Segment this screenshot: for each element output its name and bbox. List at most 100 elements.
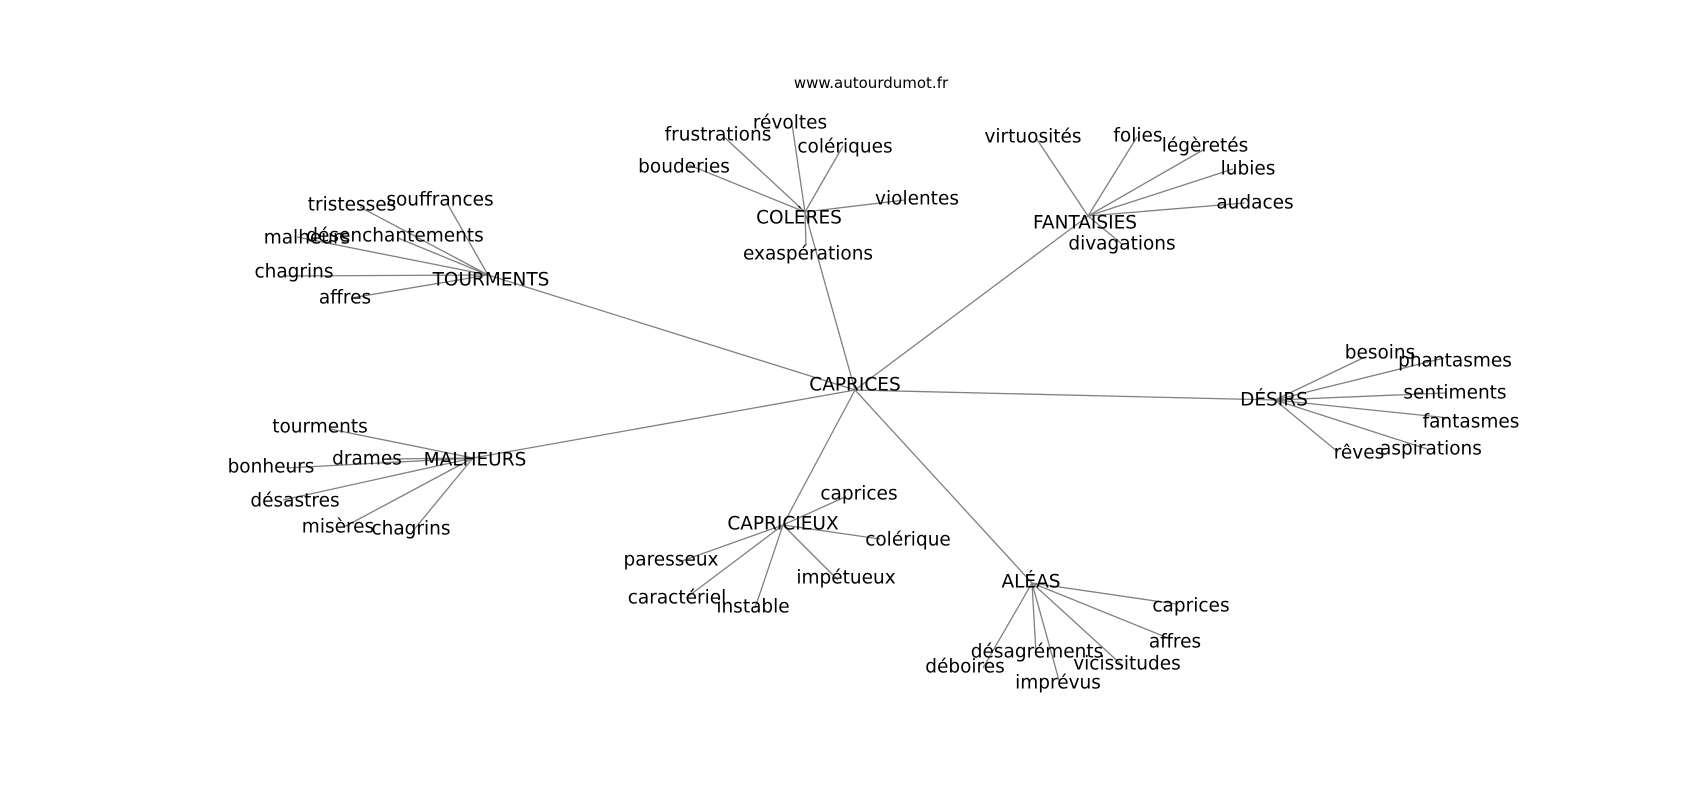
leaf-node-capricieux-impetueux: impétueux — [796, 568, 895, 589]
edge-coleres-exasperations — [804, 211, 807, 246]
leaf-node-desirs-aspirations: aspirations — [1380, 439, 1482, 460]
leaf-node-coleres-bouderies: bouderies — [638, 157, 730, 178]
hub-node-fantaisies: FANTAISIES — [1033, 213, 1137, 234]
edge-fantaisies-divagations — [1087, 215, 1123, 245]
edge-tourments-souffrances — [446, 202, 489, 276]
leaf-node-fantaisies-legeretes: légèretés — [1162, 136, 1249, 157]
leaf-node-malheurs-miseres: misères — [302, 517, 374, 538]
leaf-node-tourments-tristesses: tristesses — [308, 195, 397, 216]
leaf-node-malheurs-bonheurs: bonheurs — [228, 457, 315, 478]
edge-fantaisies-folies — [1087, 136, 1138, 217]
center-node: CAPRICES — [809, 375, 900, 396]
leaf-node-fantaisies-virtuosites: virtuosités — [984, 127, 1081, 148]
edge-malheurs-chagrins — [411, 457, 474, 533]
edge-aleas-imprevus — [1031, 582, 1061, 685]
hub-node-desirs: DÉSIRS — [1240, 389, 1308, 411]
leaf-node-malheurs-tourments: tourments — [272, 417, 368, 438]
leaf-node-tourments-desenchantements: désenchantements — [306, 226, 483, 247]
edge-tourments-malheurs — [296, 236, 489, 276]
leaf-node-coleres-revoltes: révoltes — [753, 113, 827, 134]
edge-coleres-violentes — [804, 199, 906, 213]
edge-capricieux-caracteriel — [685, 524, 784, 599]
leaf-node-malheurs-chagrins: chagrins — [371, 519, 450, 540]
edge-tourments-tristesses — [359, 206, 489, 276]
leaf-node-aleas-vicissitudes: vicissitudes — [1073, 654, 1181, 675]
hub-node-aleas: ALÉAS — [1001, 571, 1060, 593]
edge-malheurs-drames — [386, 457, 474, 460]
hub-node-coleres: COLÈRES — [756, 207, 842, 229]
edge-capricieux-caprices — [782, 496, 846, 526]
leaf-node-tourments-chagrins: chagrins — [254, 262, 333, 283]
leaf-node-desirs-besoins: besoins — [1345, 343, 1416, 364]
leaf-node-capricieux-caprices: caprices — [820, 484, 897, 505]
leaf-node-aleas-desagrements: désagréments — [971, 642, 1103, 663]
edge-capricieux-paresseux — [678, 524, 784, 563]
leaf-node-tourments-affres: affres — [319, 288, 371, 309]
edge-center-fantaisies — [854, 215, 1089, 391]
leaf-node-desirs-phantasmes: phantasmes — [1398, 351, 1512, 372]
leaf-node-capricieux-colerique: colérique — [865, 530, 951, 551]
edge-capricieux-instable — [754, 524, 784, 609]
edge-center-capricieux — [782, 389, 856, 526]
edge-fantaisies-virtuosites — [1035, 137, 1089, 217]
edge-fantaisies-lubies — [1087, 168, 1234, 217]
leaf-node-fantaisies-lubies: lubies — [1221, 159, 1276, 180]
leaf-node-malheurs-desastres: désastres — [250, 491, 339, 512]
edge-malheurs-miseres — [343, 457, 474, 528]
hub-node-malheurs: MALHEURS — [424, 450, 527, 471]
edge-aleas-desagrements — [1031, 582, 1037, 654]
leaf-node-aleas-affres: affres — [1149, 632, 1201, 653]
leaf-node-coleres-violentes: violentes — [875, 189, 959, 210]
leaf-node-desirs-fantasmes: fantasmes — [1423, 412, 1520, 433]
hub-node-tourments: TOURMENTS — [432, 270, 550, 291]
edge-tourments-affres — [350, 274, 489, 299]
leaf-node-capricieux-caracteriel: caractériel — [628, 588, 727, 609]
leaf-node-aleas-imprevus: imprévus — [1015, 673, 1101, 694]
edge-center-malheurs — [472, 389, 856, 459]
edge-tourments-desenchantements — [397, 237, 489, 276]
edge-fantaisies-audaces — [1087, 202, 1246, 217]
leaf-node-aleas-deboires: déboires — [925, 657, 1005, 678]
leaf-node-desirs-reves: rêves — [1334, 443, 1385, 464]
edge-desirs-aspirations — [1274, 399, 1428, 450]
leaf-node-capricieux-instable: instable — [716, 597, 789, 618]
edge-desirs-sentiments — [1274, 392, 1446, 401]
edge-desirs-phantasmes — [1274, 357, 1445, 401]
edge-center-coleres — [804, 211, 856, 391]
edge-aleas-affres — [1031, 582, 1169, 639]
edge-capricieux-impetueux — [782, 524, 839, 581]
edge-aleas-vicissitudes — [1031, 582, 1124, 667]
leaf-node-coleres-frustrations: frustrations — [665, 125, 772, 146]
leaf-node-capricieux-paresseux: paresseux — [624, 550, 719, 571]
edge-desirs-besoins — [1274, 356, 1366, 401]
edge-center-desirs — [854, 389, 1276, 401]
edge-coleres-coleriques — [804, 145, 844, 213]
edge-coleres-bouderies — [688, 164, 806, 213]
leaf-node-coleres-exasperations: exaspérations — [743, 244, 873, 265]
leaf-node-tourments-malheurs: malheurs — [264, 228, 351, 249]
edge-desirs-reves — [1274, 399, 1339, 453]
hub-node-capricieux: CAPRICIEUX — [727, 514, 839, 535]
leaf-node-desirs-sentiments: sentiments — [1403, 383, 1506, 404]
edge-desirs-fantasmes — [1274, 399, 1450, 419]
leaf-node-fantaisies-folies: folies — [1113, 126, 1162, 147]
edge-aleas-deboires — [982, 582, 1033, 669]
leaf-node-coleres-coleriques: colériques — [797, 137, 892, 158]
edge-coleres-frustrations — [722, 135, 806, 213]
leaf-node-fantaisies-divagations: divagations — [1068, 234, 1175, 255]
edge-center-tourments — [487, 274, 856, 391]
edge-aleas-caprices — [1031, 582, 1177, 605]
edge-fantaisies-legeretes — [1087, 149, 1204, 217]
edge-center-aleas — [854, 389, 1033, 584]
edge-malheurs-desastres — [282, 457, 474, 501]
edge-coleres-revoltes — [791, 123, 806, 213]
edge-malheurs-bonheurs — [285, 457, 474, 469]
edge-capricieux-colerique — [782, 524, 881, 540]
leaf-node-tourments-souffrances: souffrances — [386, 190, 493, 211]
leaf-node-aleas-caprices: caprices — [1152, 596, 1229, 617]
leaf-node-malheurs-drames: drames — [332, 449, 402, 470]
edge-malheurs-tourments — [329, 428, 474, 459]
edges — [282, 123, 1450, 685]
